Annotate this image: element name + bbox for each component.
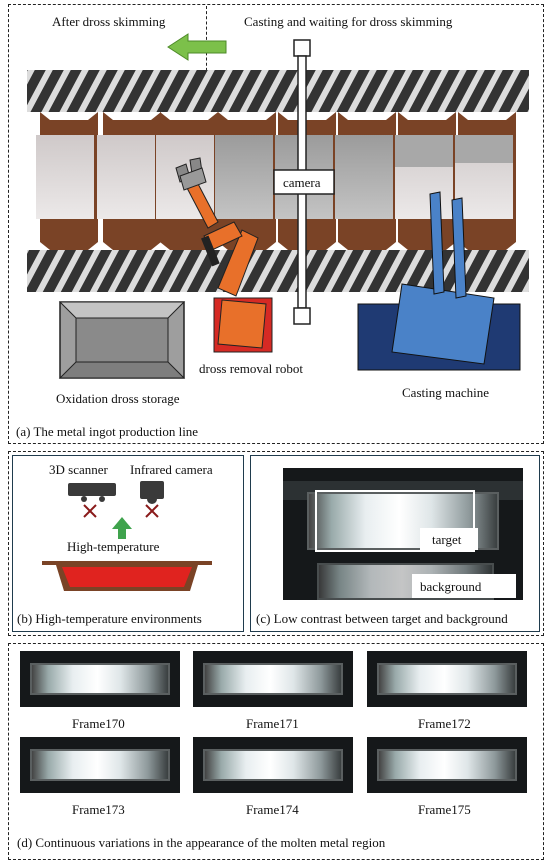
background-label: background bbox=[420, 579, 482, 594]
casting-machine bbox=[357, 191, 521, 371]
camera-label: camera bbox=[283, 175, 321, 190]
casting-machine-label: Casting machine bbox=[402, 385, 490, 400]
top-rail bbox=[27, 70, 529, 112]
panel-d-frame bbox=[8, 643, 544, 860]
panel-b-caption: (b) High-temperature environments bbox=[17, 611, 202, 626]
mold bbox=[335, 112, 396, 250]
frame-label: Frame172 bbox=[418, 716, 471, 731]
mold bbox=[215, 112, 276, 250]
dross-removal-robot bbox=[175, 157, 273, 353]
direction-arrow-icon bbox=[167, 33, 227, 61]
scanner-label: 3D scanner bbox=[49, 462, 108, 477]
temperature-label: High-temperature bbox=[67, 539, 160, 554]
production-line-diagram bbox=[27, 33, 529, 379]
mold bbox=[36, 112, 98, 250]
mold bbox=[395, 112, 456, 250]
background-tag bbox=[412, 574, 516, 598]
panel-c-caption: (c) Low contrast between target and back… bbox=[256, 611, 508, 626]
panel-a-caption: (a) The metal ingot production line bbox=[16, 424, 199, 439]
infrared-camera-icon bbox=[140, 481, 164, 504]
frame-photo bbox=[193, 651, 353, 707]
robot-label: dross removal robot bbox=[199, 361, 303, 376]
frame-label: Frame173 bbox=[72, 802, 125, 817]
frame-label: Frame174 bbox=[246, 802, 299, 817]
mold bbox=[455, 112, 516, 250]
panel-a-frame bbox=[8, 4, 544, 444]
cross-icon bbox=[145, 504, 159, 518]
panel-c-box bbox=[250, 455, 540, 632]
frame-photo bbox=[367, 651, 527, 707]
storage-label: Oxidation dross storage bbox=[56, 391, 180, 406]
frame-photo bbox=[20, 651, 180, 707]
after-skimming-label: After dross skimming bbox=[52, 14, 166, 29]
high-temperature-diagram bbox=[42, 481, 212, 591]
panel-b-box bbox=[12, 455, 244, 632]
frame-photo bbox=[193, 737, 353, 793]
panel-d-caption: (d) Continuous variations in the appeara… bbox=[17, 835, 386, 850]
casting-waiting-label: Casting and waiting for dross skimming bbox=[244, 14, 453, 29]
infrared-label: Infrared camera bbox=[130, 462, 213, 477]
target-box bbox=[315, 490, 475, 552]
dross-storage bbox=[58, 301, 186, 379]
frame-label: Frame170 bbox=[72, 716, 125, 731]
mold bbox=[97, 112, 161, 250]
bottom-rail bbox=[27, 250, 529, 292]
panel-bc-frame bbox=[8, 451, 544, 636]
frame-label: Frame175 bbox=[418, 802, 471, 817]
target-label: target bbox=[432, 532, 462, 547]
3d-scanner-icon bbox=[68, 483, 116, 502]
cross-icon bbox=[83, 504, 97, 518]
molten-metal-ladle bbox=[42, 561, 212, 591]
frame-label: Frame171 bbox=[246, 716, 299, 731]
target-tag bbox=[420, 528, 478, 550]
frame-photo bbox=[20, 737, 180, 793]
camera-box bbox=[273, 169, 335, 195]
up-arrow-icon bbox=[112, 517, 132, 539]
mold-row bbox=[36, 112, 516, 250]
frame-photo bbox=[367, 737, 527, 793]
